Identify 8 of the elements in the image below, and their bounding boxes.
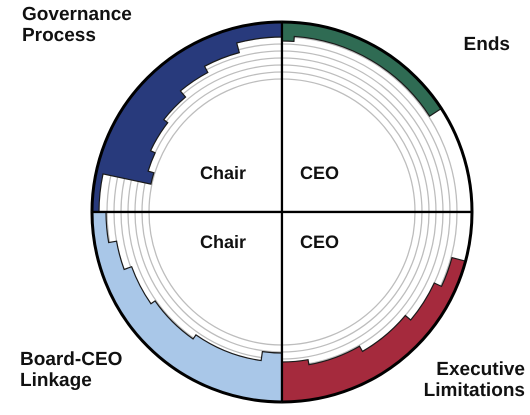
role-label: CEO (300, 163, 340, 184)
quadrant-heading: Governance Process (22, 4, 133, 47)
quadrant-heading: Ends (462, 34, 510, 56)
role-label: Chair (200, 163, 246, 184)
quadrant-heading: Board-CEO Linkage (20, 349, 124, 392)
role-label: CEO (300, 232, 340, 252)
quadrant-heading: Executive Limitations (422, 359, 525, 402)
role-label: Chair (200, 232, 246, 252)
